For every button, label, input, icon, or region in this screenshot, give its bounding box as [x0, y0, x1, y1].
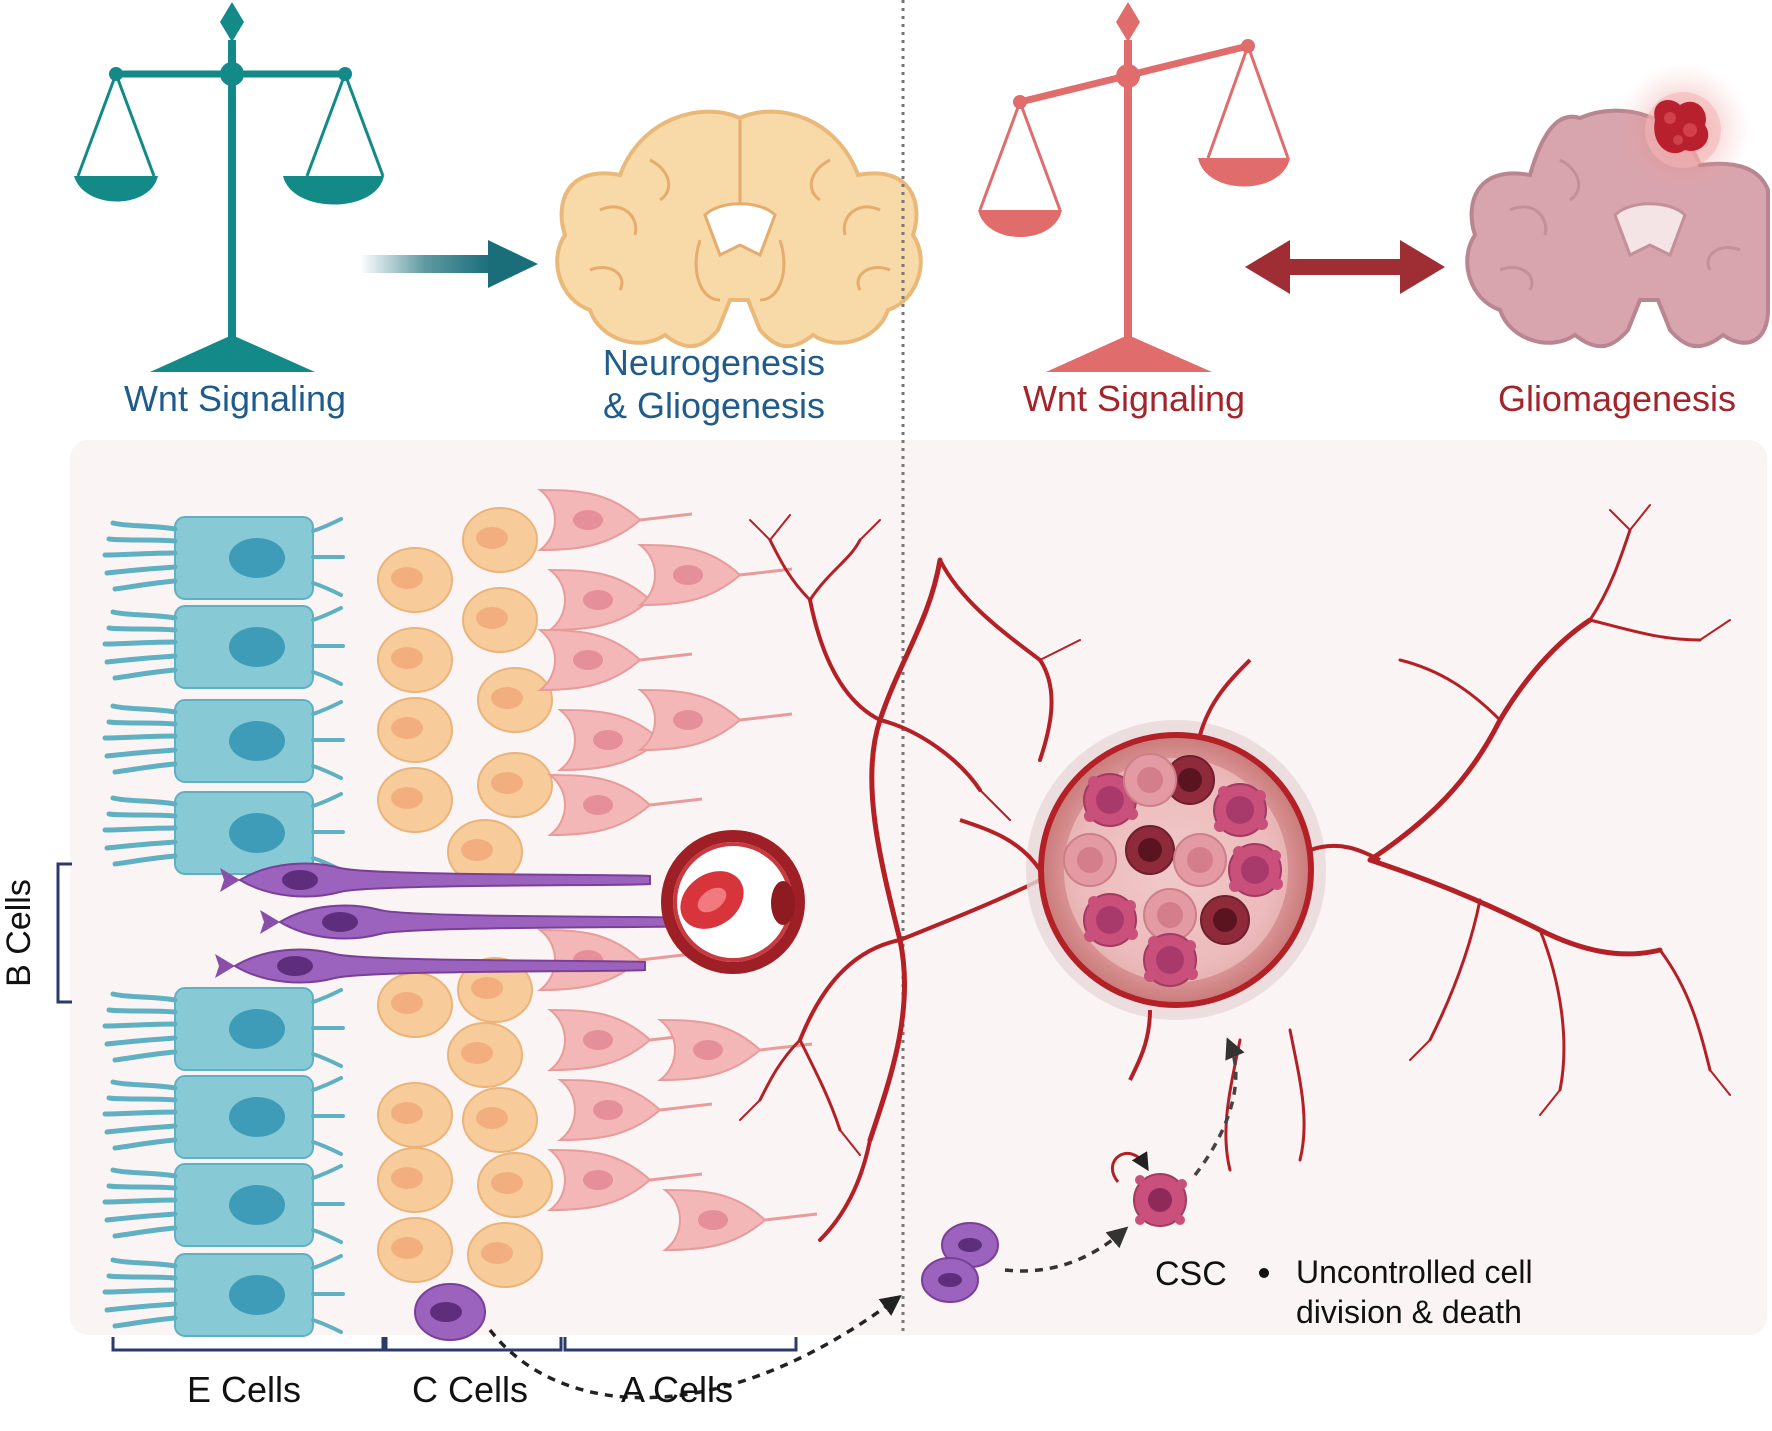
migration-arrows — [488, 1037, 1245, 1400]
vessel-cross-section-icon — [661, 830, 805, 974]
dividing-cell-icon — [921, 1222, 999, 1303]
vessel-network-left — [739, 514, 1081, 1242]
tumor-vessel-ring — [959, 658, 1381, 1081]
b-cells-bracket — [56, 862, 72, 1004]
csc-cell-icon — [1110, 1151, 1187, 1227]
tilted-scale-icon — [978, 2, 1290, 372]
right-arrow-icon — [360, 240, 538, 288]
left-wnt-signaling-label: Wnt Signaling — [124, 378, 346, 419]
csc-note-line1: Uncontrolled cell — [1296, 1254, 1533, 1290]
vessel-network-right — [1224, 504, 1731, 1172]
a-cells-label: A Cells — [621, 1369, 733, 1410]
right-wnt-signaling-label: Wnt Signaling — [1023, 378, 1245, 419]
bottom-brackets — [111, 1337, 798, 1352]
migrating-b-cell-icon — [414, 1283, 486, 1341]
tumor-mass — [1026, 720, 1326, 1020]
csc-label: CSC — [1155, 1255, 1227, 1293]
double-arrow-icon — [1245, 240, 1445, 294]
neurogenesis-label-line2: & Gliogenesis — [603, 385, 825, 426]
e-cells-label: E Cells — [187, 1369, 301, 1410]
gliomagenesis-label: Gliomagenesis — [1498, 378, 1736, 419]
c-cells-label: C Cells — [412, 1369, 528, 1410]
bullet-dot — [1259, 1268, 1269, 1278]
balanced-scale-icon — [74, 2, 385, 372]
b-cells-label: B Cells — [0, 879, 38, 987]
healthy-brain-icon — [555, 109, 923, 349]
tumor-brain-icon — [1465, 62, 1770, 349]
csc-note-line2: division & death — [1296, 1294, 1522, 1330]
b-cells-group — [214, 862, 691, 984]
neurogenesis-label-line1: Neurogenesis — [603, 342, 825, 383]
